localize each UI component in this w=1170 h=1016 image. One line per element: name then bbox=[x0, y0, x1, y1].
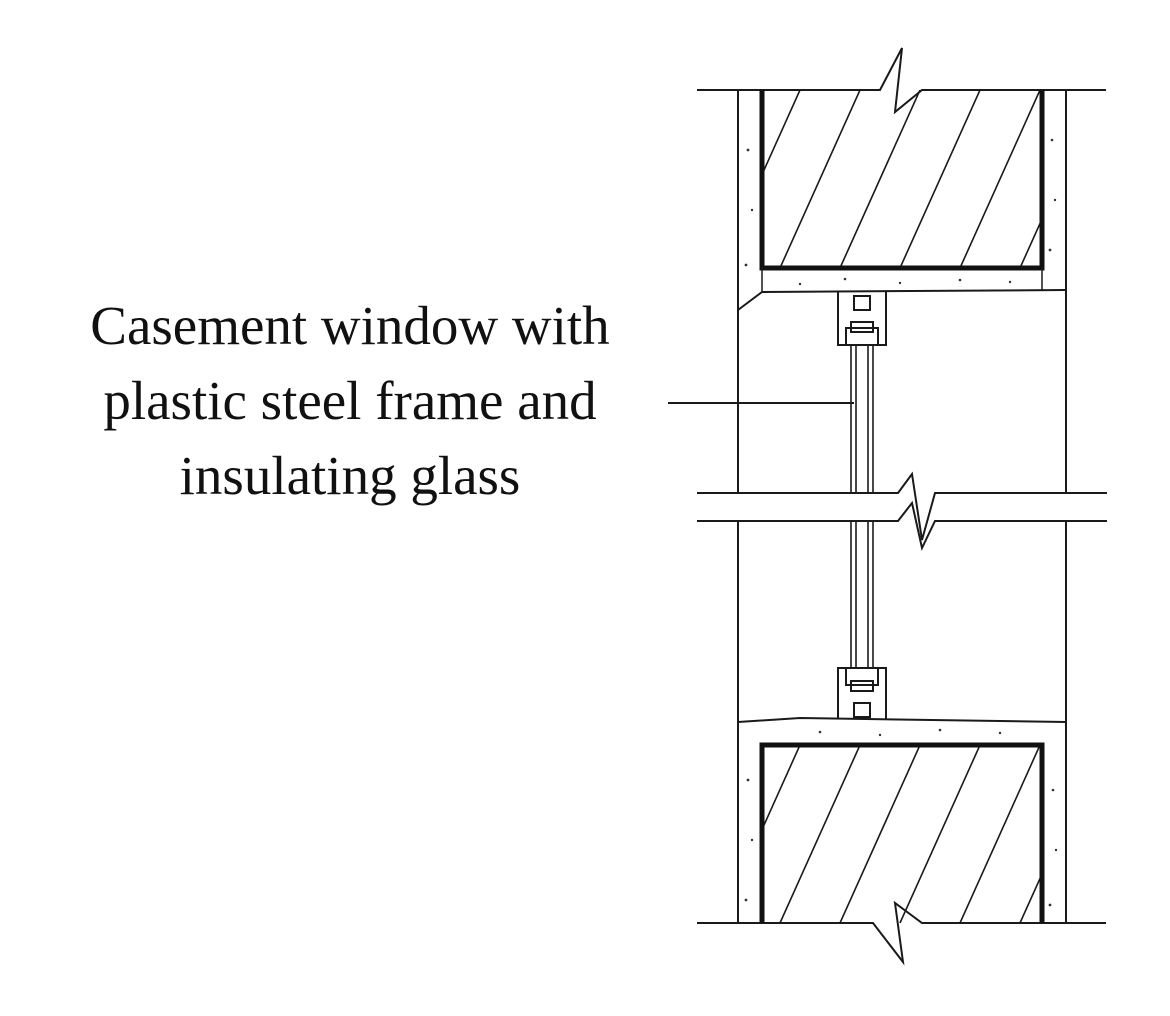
bottom-sill bbox=[737, 716, 1067, 923]
callout-line-1: Casement window with bbox=[90, 295, 610, 356]
callout-label: Casement window with plastic steel frame… bbox=[20, 288, 680, 513]
callout-line-2: plastic steel frame and bbox=[103, 370, 597, 431]
window-frame-bottom bbox=[837, 667, 887, 719]
window-frame-top bbox=[837, 292, 887, 346]
callout-line-3: insulating glass bbox=[179, 445, 521, 506]
top-lintel bbox=[737, 90, 1067, 311]
break-band bbox=[697, 471, 1107, 552]
